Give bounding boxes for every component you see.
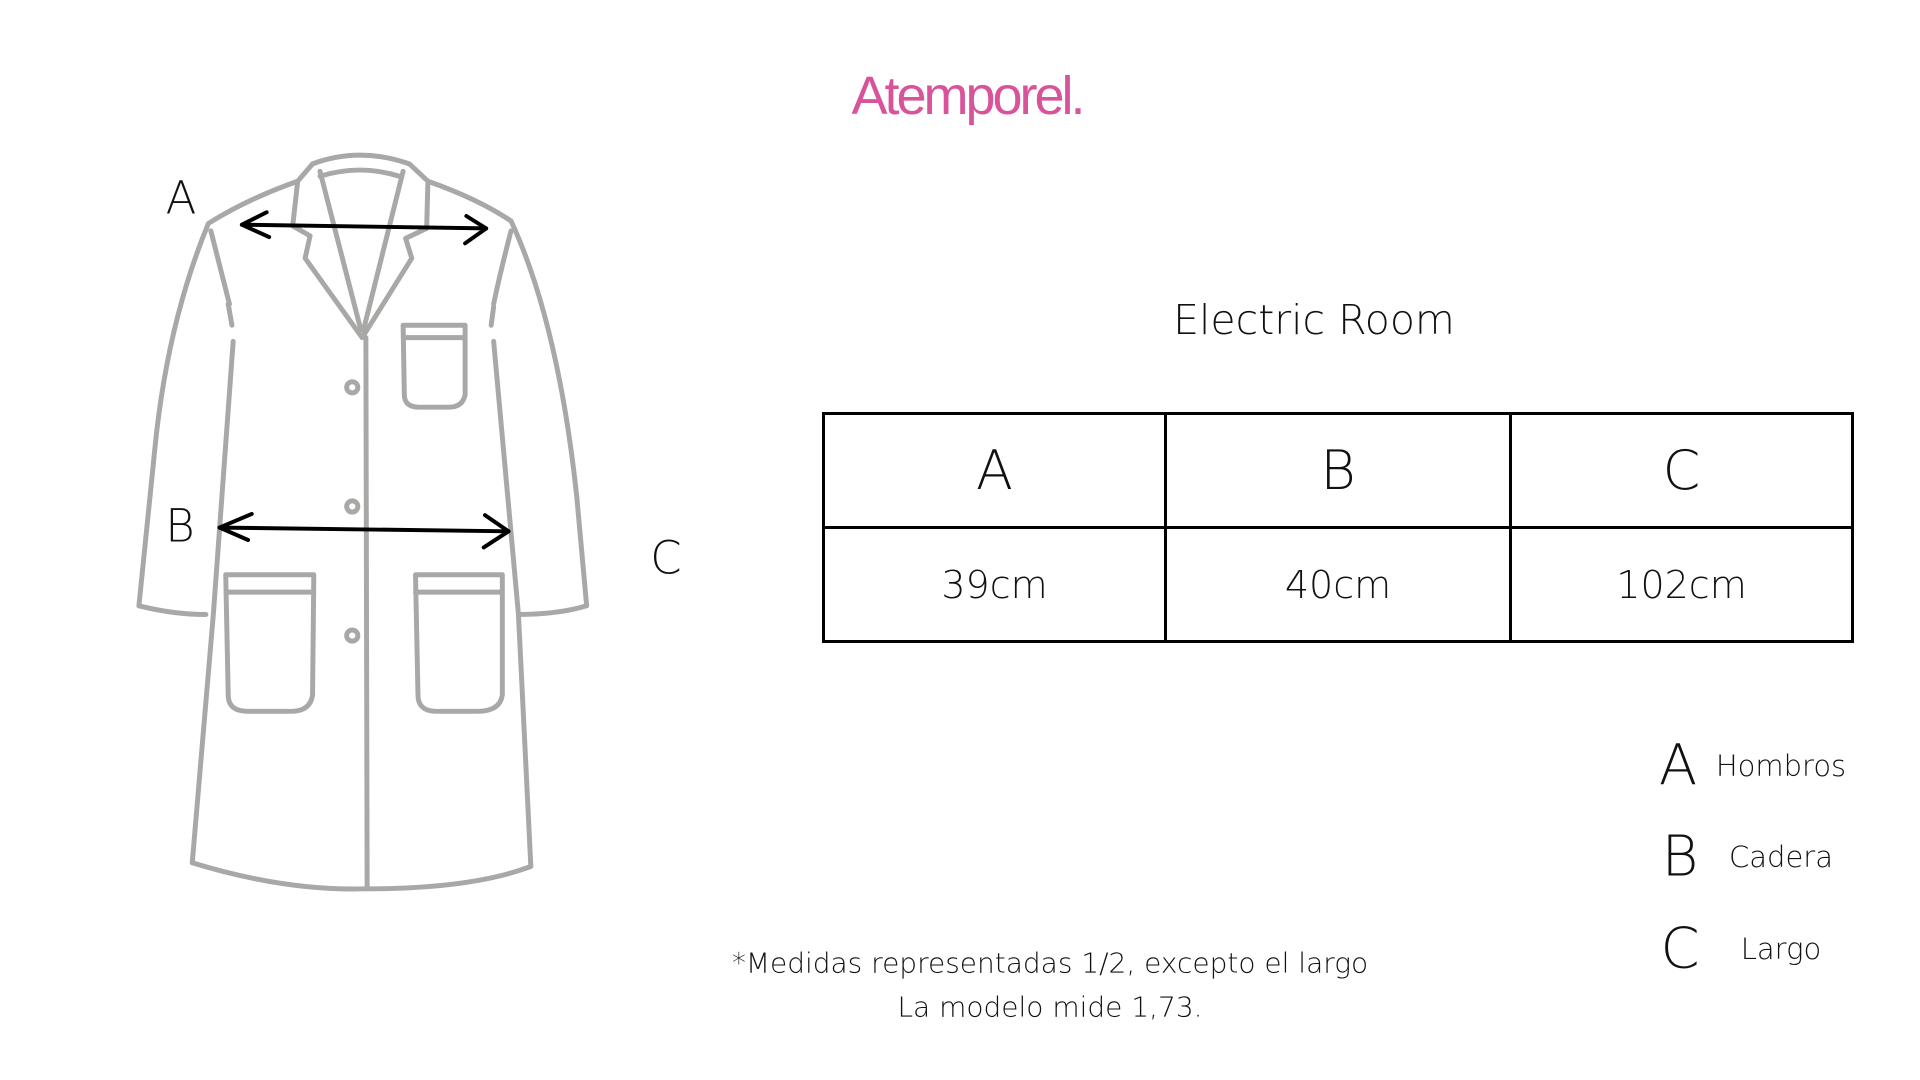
legend-key-b: B xyxy=(1661,824,1699,890)
value-b: 40cm xyxy=(1164,526,1512,643)
footnote-measures: *Medidas representadas 1/2, excepto el l… xyxy=(731,946,1369,980)
footnote-model-height: La modelo mide 1,73. xyxy=(897,990,1203,1024)
diagram-label-b: B xyxy=(165,499,195,553)
size-table: A B C 39cm 40cm 102cm xyxy=(822,412,1854,643)
header-b: B xyxy=(1164,412,1512,529)
header-a: A xyxy=(822,412,1167,529)
legend-label-cadera: Cadera xyxy=(1729,840,1833,874)
value-c: 102cm xyxy=(1509,526,1854,643)
coat-outline xyxy=(136,152,590,892)
legend-label-largo: Largo xyxy=(1740,932,1822,966)
header-c: C xyxy=(1509,412,1854,529)
hip-measure-arrow xyxy=(217,511,511,550)
value-a: 39cm xyxy=(822,526,1167,643)
diagram-label-c: C xyxy=(650,531,682,585)
table-header-row: A B C xyxy=(822,412,1854,529)
legend-key-a: A xyxy=(1658,733,1698,799)
table-row: 39cm 40cm 102cm xyxy=(822,526,1854,643)
shoulder-measure-arrow xyxy=(239,210,489,246)
legend-key-c: C xyxy=(1660,916,1700,982)
product-title: Electric Room xyxy=(1173,296,1455,344)
brand-logo: Atemporel. xyxy=(851,66,1085,126)
diagram-label-a: A xyxy=(165,171,197,225)
legend-label-hombros: Hombros xyxy=(1715,749,1847,783)
